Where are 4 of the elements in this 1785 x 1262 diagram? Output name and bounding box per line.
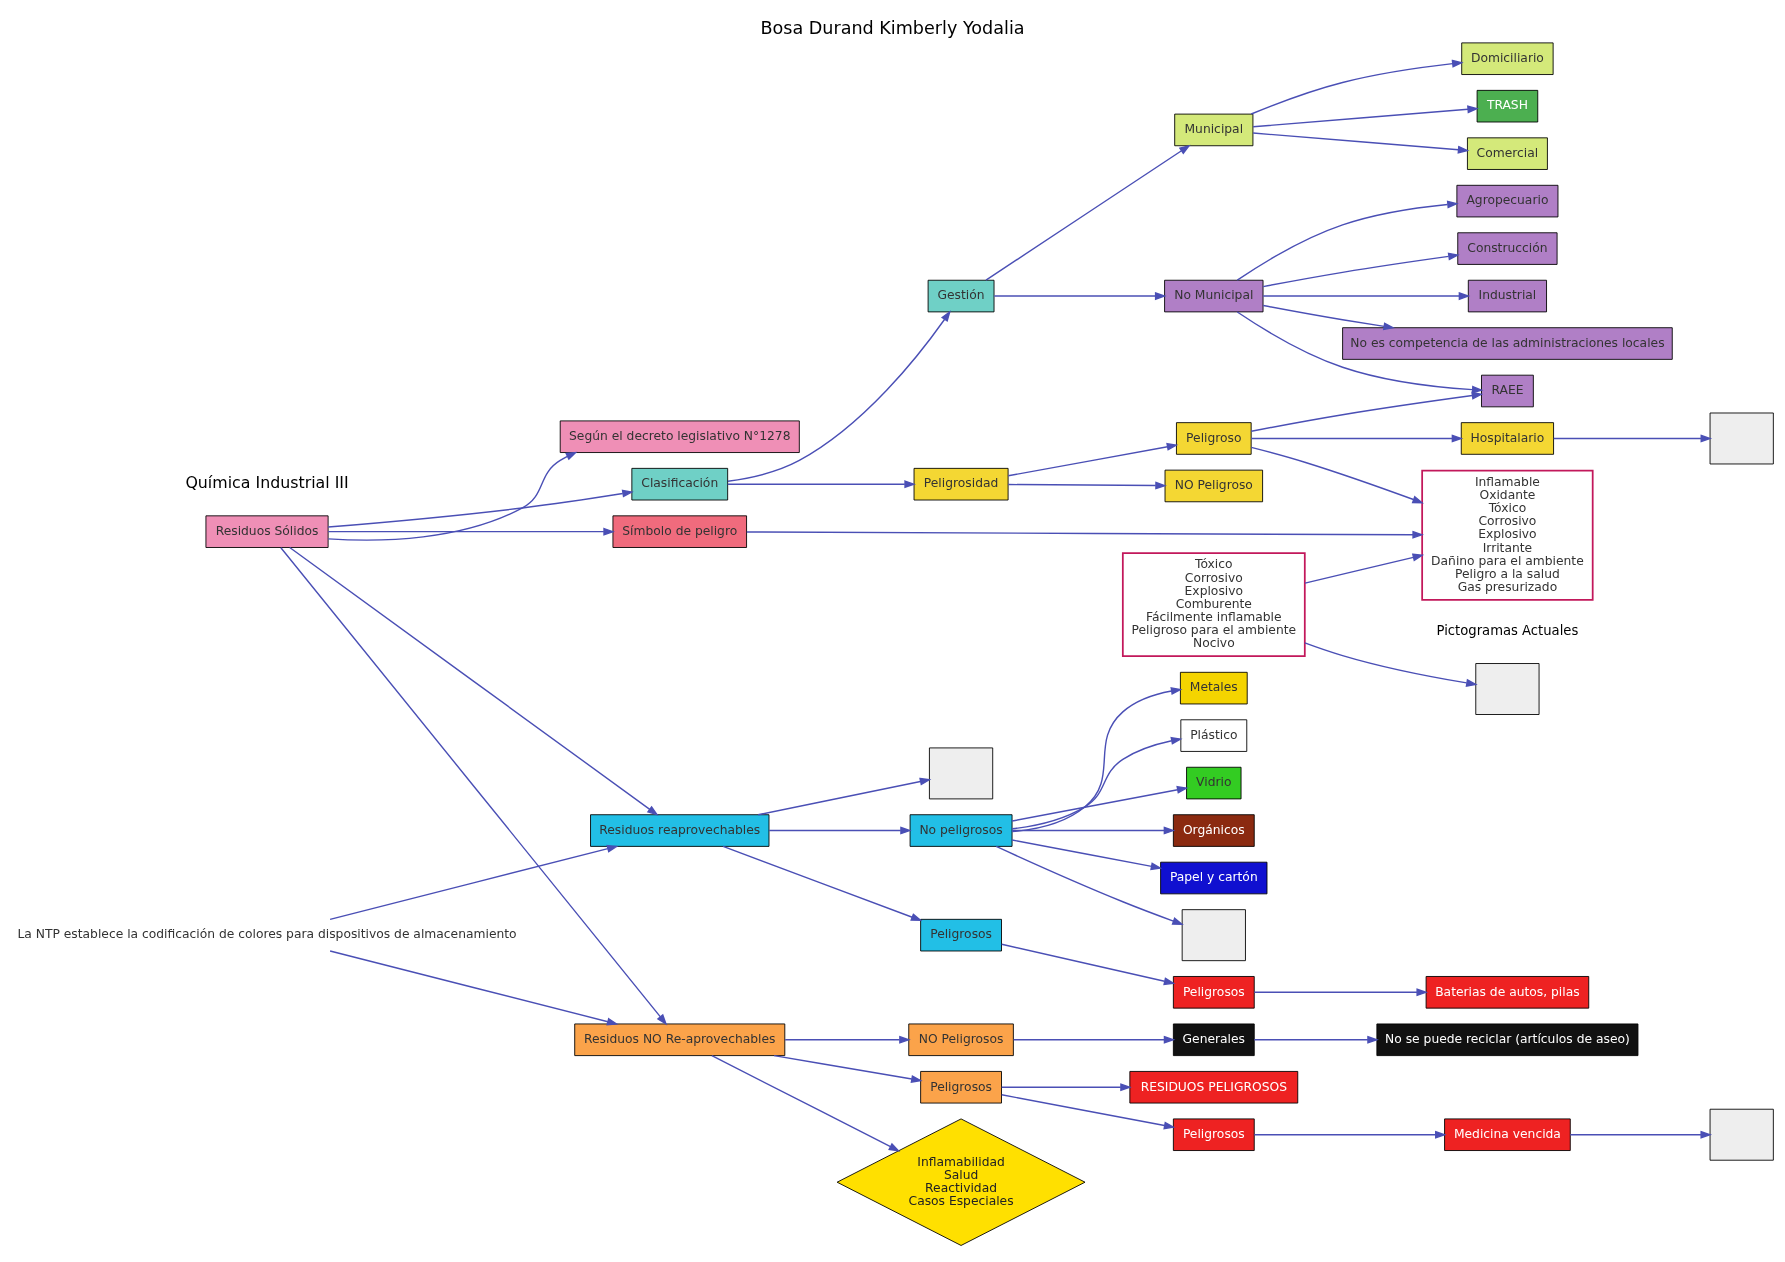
label: Química Industrial III (185, 473, 349, 493)
node-text: La NTP establece la codificación de colores para dispositivos de almacenamiento (17, 927, 517, 942)
diagram-title: Bosa Durand Kimberly Yodalia (760, 18, 1025, 39)
node-label: Pictogramas Actuales (1436, 622, 1579, 638)
